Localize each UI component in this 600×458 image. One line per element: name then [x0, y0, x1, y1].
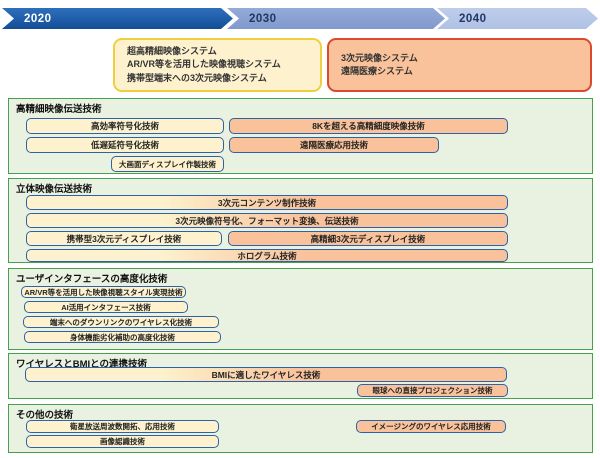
section-hd-video-transmission: 高精細映像伝送技術 高効率符号化技術 8Kを超える高精細度映像技術 低遅延符号化… [8, 98, 593, 174]
tech-box: 3次元コンテンツ制作技術 [26, 195, 508, 210]
tech-box: 低遅延符号化技術 [26, 137, 224, 153]
system-box-long-term: 3次元映像システム 遠隔医療システム [327, 38, 592, 92]
section-3d-video-transmission: 立体映像伝送技術 3次元コンテンツ制作技術 3次元映像符号化、フォーマット変換、… [8, 178, 593, 263]
section-user-interface: ユーザインタフェースの高度化技術 AR/VR等を活用した映像視聴スタイル実現技術… [8, 268, 593, 350]
section-title: その他の技術 [16, 410, 74, 421]
section-title: 立体映像伝送技術 [16, 184, 93, 195]
tech-box: イメージングのワイヤレス応用技術 [356, 420, 506, 433]
timeline-arrow-2040: 2040 [437, 8, 598, 29]
system-line: 超高精細映像システム [127, 45, 217, 56]
system-line: 携帯型端末への3次元映像システム [127, 72, 267, 83]
tech-box: 3次元映像符号化、フォーマット変換、伝送技術 [26, 213, 508, 228]
section-title: ユーザインタフェースの高度化技術 [16, 274, 168, 285]
tech-box: 端末へのダウンリンクのワイヤレス化技術 [23, 316, 219, 328]
system-line: 遠隔医療システム [341, 66, 413, 76]
tech-box: 眼球への直接プロジェクション技術 [357, 384, 508, 397]
tech-box: 高精細3次元ディスプレイ技術 [228, 231, 508, 246]
tech-box: BMIに適したワイヤレス技術 [25, 367, 507, 382]
system-box-near-term: 超高精細映像システム AR/VR等を活用した映像視聴システム 携帯型端末への3次… [113, 38, 322, 92]
tech-box: ホログラム技術 [26, 249, 508, 262]
tech-box: 身体機能劣化補助の高度化技術 [24, 331, 221, 343]
section-title: 高精細映像伝送技術 [16, 104, 102, 115]
tech-box: 高効率符号化技術 [26, 118, 224, 134]
section-title: ワイヤレスとBMIとの連携技術 [16, 359, 148, 370]
tech-box: AI活用インタフェース技術 [24, 301, 188, 313]
tech-box: 大画面ディスプレイ作製技術 [111, 156, 224, 172]
tech-box: AR/VR等を活用した映像視聴スタイル実現技術 [21, 286, 186, 298]
timeline-arrow-2020: 2020 [2, 8, 233, 29]
tech-box: 画像認識技術 [26, 435, 219, 448]
tech-box: 衛星放送周波数開拓、応用技術 [26, 420, 219, 433]
section-other-tech: その他の技術 衛星放送周波数開拓、応用技術 イメージングのワイヤレス応用技術 画… [8, 404, 593, 453]
tech-box: 遠隔医療応用技術 [229, 137, 439, 153]
system-line: 3次元映像システム [341, 52, 418, 63]
tech-box: 8Kを超える高精細度映像技術 [229, 118, 508, 134]
timeline-arrow-2030: 2030 [227, 8, 445, 29]
system-line: AR/VR等を活用した映像視聴システム [127, 59, 281, 70]
section-wireless-bmi: ワイヤレスとBMIとの連携技術 BMIに適したワイヤレス技術 眼球への直接プロジ… [8, 353, 593, 399]
tech-box: 携帯型3次元ディスプレイ技術 [26, 231, 222, 246]
